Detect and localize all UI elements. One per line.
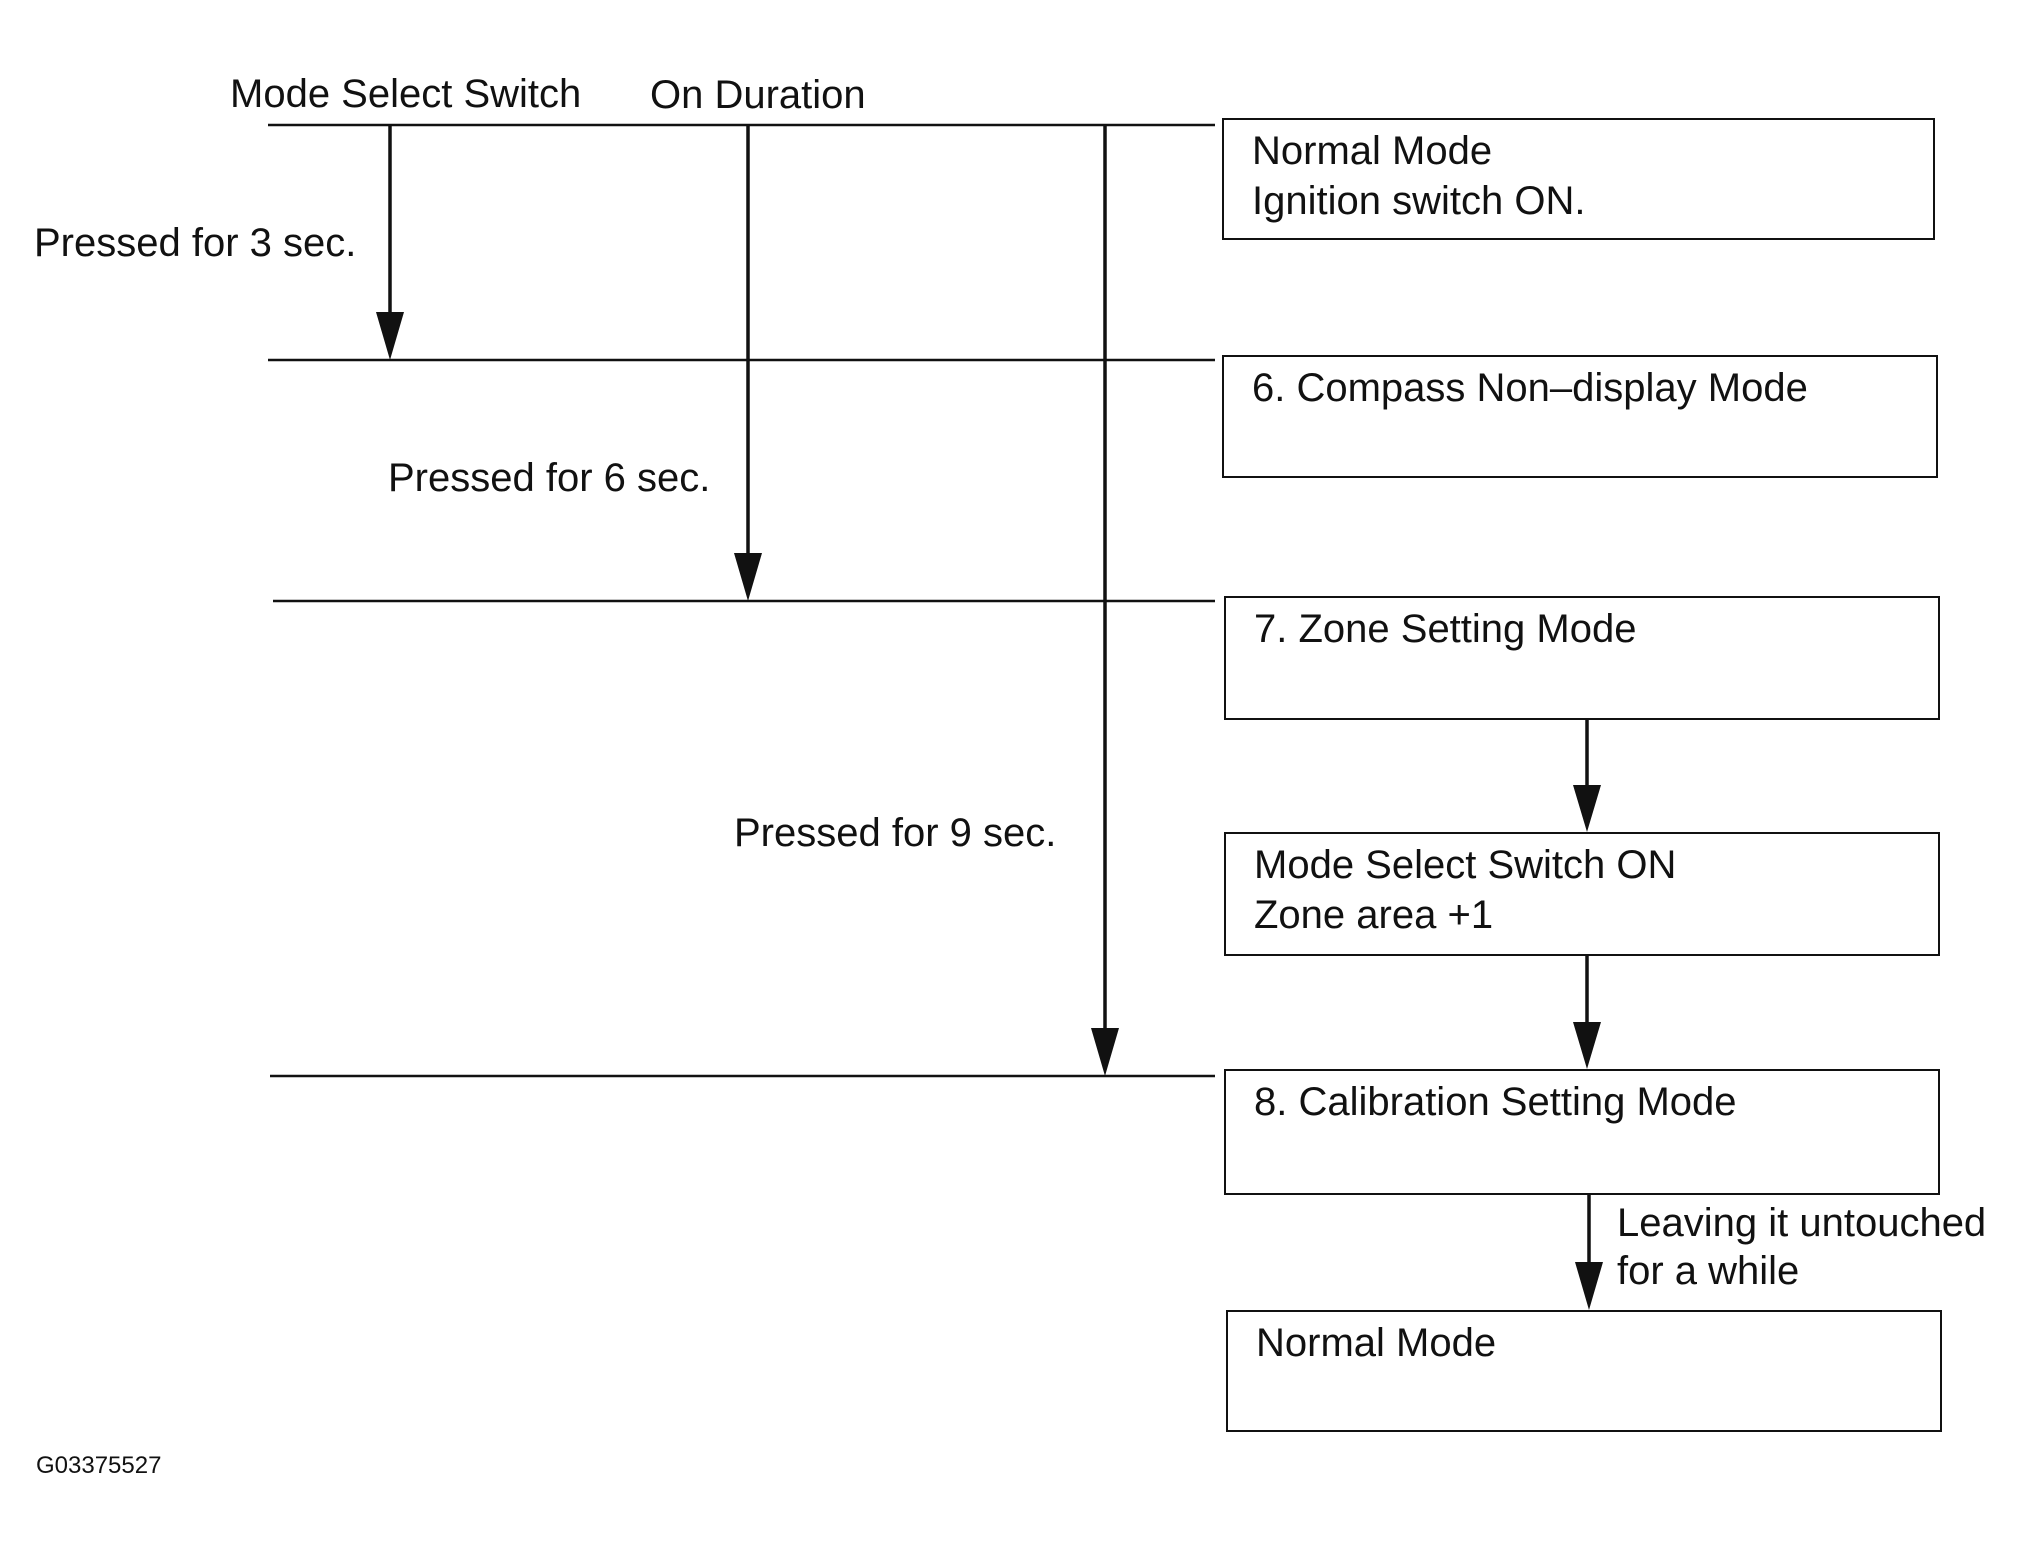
arrowhead-calibration-to-normal	[1575, 1262, 1603, 1310]
mode-box-normal-start: Normal Mode Ignition switch ON.	[1222, 118, 1935, 240]
mode-box-normal-end: Normal Mode	[1226, 1310, 1942, 1432]
arrowhead-switch-to-calibration	[1573, 1022, 1601, 1069]
on-duration-header: On Duration	[650, 73, 866, 117]
mode-title: Mode Select Switch ON	[1254, 843, 1677, 887]
mode-title: 7. Zone Setting Mode	[1254, 607, 1637, 651]
mode-box-zone-setting: 7. Zone Setting Mode	[1224, 596, 1940, 720]
timeout-note-line1: Leaving it untouched	[1617, 1201, 1987, 1245]
arrowhead-6sec	[734, 553, 762, 601]
mode-box-switch-on-zone: Mode Select Switch ON Zone area +1	[1224, 832, 1940, 956]
duration-label-3sec: Pressed for 3 sec.	[34, 221, 357, 265]
figure-id: G03375527	[36, 1452, 162, 1479]
duration-label-9sec: Pressed for 9 sec.	[734, 811, 1057, 855]
mode-title: 6. Compass Non–display Mode	[1252, 366, 1808, 410]
mode-box-compass-non-display: 6. Compass Non–display Mode	[1222, 355, 1938, 478]
mode-title: Normal Mode	[1256, 1321, 1497, 1365]
mode-select-switch-header: Mode Select Switch	[230, 72, 582, 116]
mode-title: 8. Calibration Setting Mode	[1254, 1080, 1737, 1124]
mode-title: Normal Mode	[1252, 129, 1493, 173]
mode-detail: Zone area +1	[1254, 893, 1494, 937]
mode-box-calibration-setting: 8. Calibration Setting Mode	[1224, 1069, 1940, 1195]
duration-label-6sec: Pressed for 6 sec.	[388, 456, 711, 500]
timeout-note-line2: for a while	[1617, 1249, 1800, 1293]
mode-detail: Ignition switch ON.	[1252, 179, 1586, 223]
arrowhead-3sec	[376, 312, 404, 360]
arrowhead-9sec	[1091, 1028, 1119, 1076]
arrowhead-zone-to-switch	[1573, 785, 1601, 832]
